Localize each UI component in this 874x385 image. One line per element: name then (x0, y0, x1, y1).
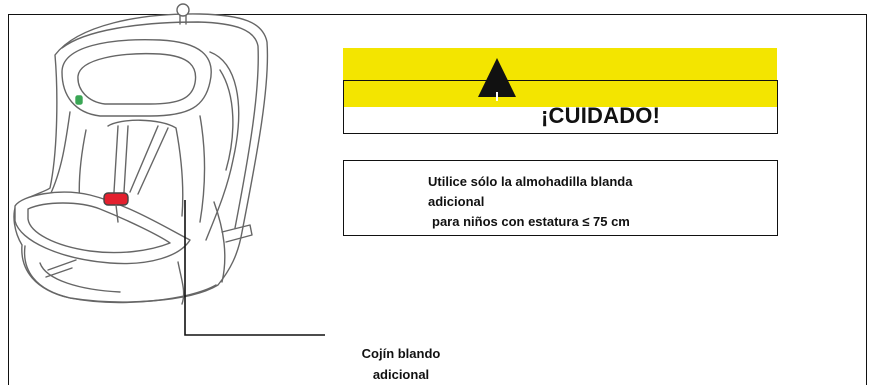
car-seat-illustration (13, 3, 269, 305)
seat-cushion (14, 191, 191, 265)
instruction-line: para niños con estatura ≤ 75 cm (432, 214, 630, 229)
side-wing-inner (219, 69, 234, 171)
instruction-box (343, 160, 778, 236)
callout-leader-line (184, 200, 325, 336)
soft-cushion-callout: Cojín blando adicional (340, 343, 462, 385)
callout-line: Cojín blando (361, 346, 441, 361)
warning-band (343, 48, 777, 107)
recline-handle (45, 259, 77, 278)
warning-title: ¡CUIDADO! (541, 103, 661, 128)
belt-clip (75, 95, 83, 105)
side-wing (205, 51, 240, 241)
instruction-line: Utilice sólo la almohadilla blanda (428, 174, 633, 189)
warning-triangle-icon (476, 56, 518, 102)
backrest (49, 111, 206, 223)
seat-cushion-inner (27, 202, 171, 254)
callout-line: adicional (372, 367, 430, 382)
instruction-line: adicional (428, 194, 485, 209)
crotch-strap (115, 204, 119, 223)
base-side (213, 201, 226, 283)
harness-strap (113, 125, 169, 195)
seat-shell (61, 21, 259, 229)
warning-box (343, 80, 778, 134)
buckle (103, 192, 129, 206)
instruction-text: Utilice sólo la almohadilla blanda adici… (428, 172, 632, 232)
isofix-arm (221, 224, 253, 243)
seat-base (23, 245, 217, 305)
page-frame (8, 14, 867, 385)
headrest-pad (77, 52, 197, 105)
